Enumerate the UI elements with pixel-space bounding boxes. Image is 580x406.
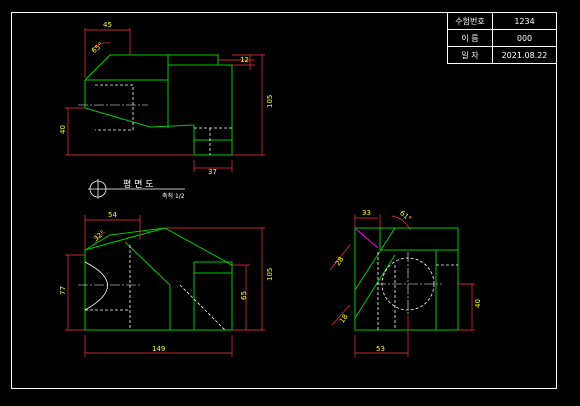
view-title: 평 면 도 — [123, 179, 154, 190]
top-view-hidden — [95, 84, 134, 131]
dim-top-45: 45 — [103, 21, 112, 29]
dim-side-18: 18 — [338, 313, 350, 325]
dim-side-angle-61: 61° — [398, 209, 413, 223]
dim-front-angle-32: 32° — [92, 229, 107, 243]
front-view-dimensions — [65, 215, 265, 357]
front-view-arc — [84, 261, 108, 311]
dim-side-40: 40 — [474, 299, 482, 308]
title-block: 수험번호 1234 이 름 000 일 자 2021.08.22 — [447, 12, 557, 64]
front-view-edge — [84, 227, 166, 251]
view-label: 평 면 도 축척 1/2 — [88, 179, 185, 200]
dim-side-28: 28 — [334, 255, 346, 267]
front-view-edge — [124, 241, 171, 286]
dim-front-105: 105 — [266, 268, 274, 281]
side-view-dimensions — [329, 214, 475, 357]
title-label-date: 일 자 — [447, 46, 493, 64]
side-view-edge — [354, 254, 396, 319]
dim-front-54: 54 — [108, 211, 117, 219]
side-view-edge-magenta — [354, 227, 379, 249]
drawing-border — [11, 12, 557, 389]
dim-front-77: 77 — [59, 286, 67, 295]
dim-side-53: 53 — [376, 345, 385, 353]
view-scale: 축척 1/2 — [162, 192, 185, 200]
dim-top-37: 37 — [208, 168, 217, 176]
dim-front-65: 65 — [240, 291, 248, 300]
side-view: 33 61° 28 18 40 53 — [329, 209, 482, 357]
dim-side-33: 33 — [362, 209, 371, 217]
dim-front-149: 149 — [152, 345, 165, 353]
dim-top-105: 105 — [266, 95, 274, 108]
title-value-date: 2021.08.22 — [492, 46, 557, 64]
dim-top-12: 12 — [240, 56, 249, 64]
side-view-edge — [354, 227, 396, 291]
top-view: 45 65° 12 105 40 37 — [59, 21, 274, 176]
side-view-outline — [354, 227, 459, 331]
dim-top-40: 40 — [59, 125, 67, 134]
front-view: 54 32° 77 65 105 149 — [59, 211, 274, 357]
top-view-dimensions — [65, 28, 265, 172]
front-view-boss — [193, 261, 233, 331]
front-view-hidden — [179, 284, 226, 331]
